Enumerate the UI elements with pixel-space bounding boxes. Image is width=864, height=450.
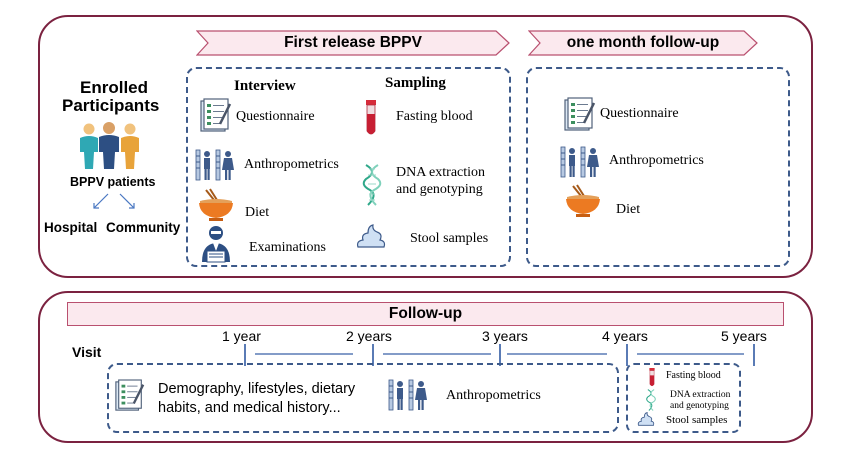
split-arrows bbox=[93, 193, 135, 209]
five-year-fasting-blood: Fasting blood bbox=[666, 370, 721, 381]
questionnaire-icon bbox=[200, 98, 232, 132]
survey-anthropometrics: Anthropometrics bbox=[446, 388, 541, 403]
people-icon bbox=[80, 122, 139, 169]
interview-item-diet: Diet bbox=[245, 205, 270, 220]
dna-icon bbox=[646, 389, 656, 411]
interview-item-anthropometrics: Anthropometrics bbox=[244, 157, 339, 172]
one-month-box bbox=[526, 67, 790, 267]
visit-label: Visit bbox=[72, 344, 102, 360]
patients-label: BPPV patients bbox=[70, 175, 156, 189]
interview-item-questionnaire: Questionnaire bbox=[236, 109, 315, 124]
diet-bowl-icon bbox=[199, 188, 233, 221]
first-release-banner: First release BPPV bbox=[196, 30, 510, 56]
year-3-label: 3 years bbox=[482, 328, 528, 344]
sampling-item-stool: Stool samples bbox=[410, 231, 489, 246]
stool-sample-icon bbox=[356, 224, 386, 248]
diet-bowl-icon bbox=[566, 184, 600, 217]
sampling-item-fasting-blood: Fasting blood bbox=[396, 109, 473, 124]
dna-icon bbox=[362, 164, 382, 206]
first-release-banner-text: First release BPPV bbox=[284, 34, 422, 51]
anthropometrics-icon bbox=[388, 379, 427, 411]
one-month-banner-text: one month follow-up bbox=[566, 34, 720, 51]
sampling-item-dna-line2: and genotyping bbox=[396, 182, 483, 197]
survey-text-line1: Demography, lifestyles, dietary bbox=[158, 381, 356, 397]
anthropometrics-icon bbox=[560, 146, 599, 178]
followup-banner-text: Follow-up bbox=[388, 305, 463, 322]
one-month-item-diet: Diet bbox=[616, 202, 641, 217]
year-5-label: 5 years bbox=[721, 328, 767, 344]
enrolled-title-line1: Enrolled bbox=[80, 78, 149, 97]
year-1-label: 1 year bbox=[222, 328, 261, 344]
one-month-item-questionnaire: Questionnaire bbox=[600, 106, 679, 121]
interview-title: Interview bbox=[234, 78, 296, 94]
timeline bbox=[244, 344, 755, 366]
one-month-item-anthropometrics: Anthropometrics bbox=[609, 153, 704, 168]
anthropometrics-icon bbox=[195, 149, 234, 181]
community-label: Community bbox=[106, 220, 181, 235]
interview-item-examinations: Examinations bbox=[249, 240, 326, 255]
one-month-banner: one month follow-up bbox=[528, 30, 758, 56]
questionnaire-icon bbox=[564, 97, 596, 131]
survey-text-line2: habits, and medical history... bbox=[158, 400, 341, 416]
five-year-dna-line1: DNA extraction bbox=[670, 390, 731, 400]
year-4-label: 4 years bbox=[602, 328, 648, 344]
blood-tube-icon bbox=[366, 100, 376, 135]
stool-sample-icon bbox=[637, 412, 655, 426]
enrolled-title-line2: Participants bbox=[62, 96, 160, 115]
questionnaire-icon bbox=[115, 379, 145, 411]
followup-banner: Follow-up bbox=[67, 302, 784, 326]
doctor-icon bbox=[202, 226, 230, 263]
blood-tube-icon bbox=[649, 368, 655, 387]
baseline-panel bbox=[38, 15, 813, 278]
five-year-stool: Stool samples bbox=[666, 414, 728, 426]
year-2-label: 2 years bbox=[346, 328, 392, 344]
first-release-box bbox=[186, 67, 511, 267]
followup-panel bbox=[38, 291, 813, 443]
sampling-title: Sampling bbox=[385, 75, 446, 91]
sampling-item-dna-line1: DNA extraction bbox=[396, 165, 486, 180]
five-year-dna-line2: and genotyping bbox=[670, 401, 729, 411]
hospital-label: Hospital bbox=[44, 220, 98, 235]
annual-visit-box bbox=[107, 363, 619, 433]
five-year-sampling-box bbox=[626, 363, 741, 433]
